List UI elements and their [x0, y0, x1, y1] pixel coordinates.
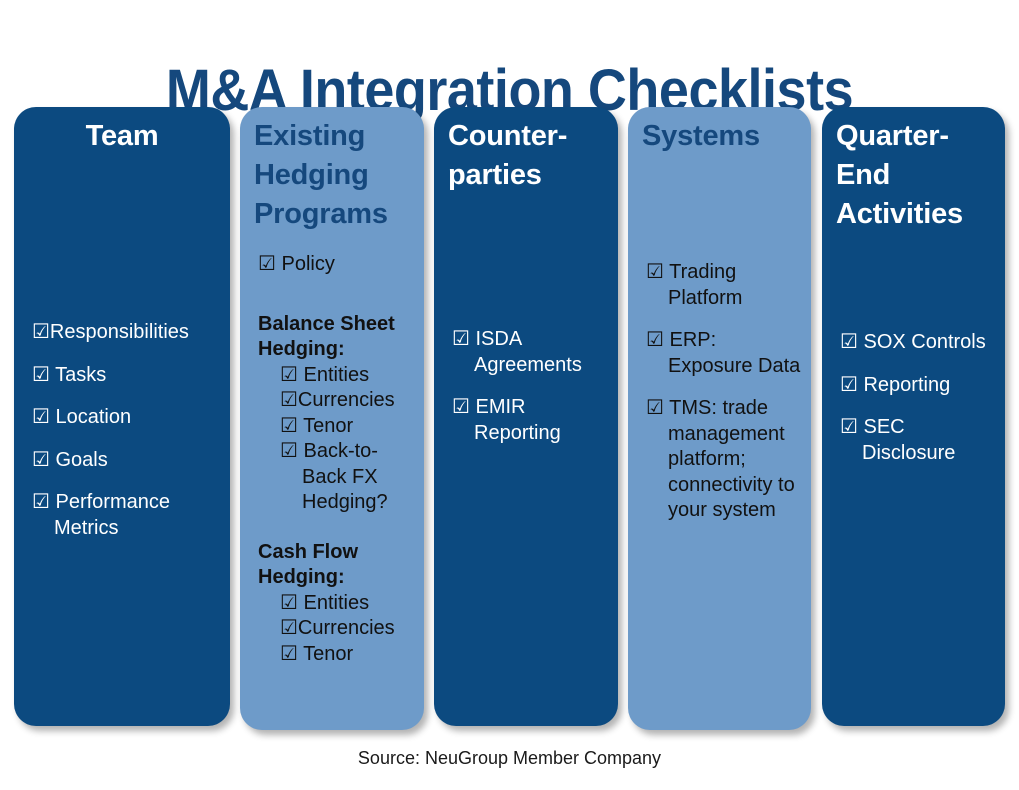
checklist-item[interactable]: ☑Responsibilities: [32, 321, 189, 343]
card-body-team: ☑Responsibilities ☑ Tasks ☑ Location ☑ G…: [14, 190, 230, 541]
card-body-systems: ☑ Trading Platform ☑ ERP: Exposure Data …: [628, 156, 811, 524]
checklist-group-heading: Balance Sheet Hedging:: [258, 312, 401, 361]
checklist-item[interactable]: ☑ Performance Metrics: [32, 491, 176, 539]
checklist-item[interactable]: ☑ Entities: [280, 591, 370, 614]
source-note: Source: NeuGroup Member Company: [357, 748, 662, 768]
checklist-board: Team ☑Responsibilities ☑ Tasks ☑ Locatio…: [0, 107, 1019, 732]
group-spacer: [258, 516, 414, 540]
card-body-quarter-end-activities: ☑ SOX Controls ☑ Reporting ☑ SEC Disclos…: [822, 234, 1005, 466]
checklist-item[interactable]: ☑ TMS: trade management platform; connec…: [646, 397, 801, 521]
checklist-item[interactable]: ☑ EMIR Reporting: [452, 396, 561, 444]
card-heading-existing-hedging-programs: Existing Hedging Programs: [254, 120, 388, 230]
card-heading-quarter-end-activities: Quarter-End Activities: [836, 120, 963, 230]
checklist-item[interactable]: ☑Currencies: [280, 389, 395, 411]
checklist-card-counterparties[interactable]: Counter-parties ☑ ISDA Agreements ☑ EMIR…: [434, 107, 618, 726]
card-body-existing-hedging-programs: ☑ Policy Balance Sheet Hedging: ☑ Entiti…: [240, 234, 424, 667]
checklist-item[interactable]: ☑ Location: [32, 406, 132, 428]
checklist-item[interactable]: ☑ Reporting: [840, 373, 951, 396]
checklist-item[interactable]: ☑ Tenor: [280, 642, 354, 665]
checklist-item[interactable]: ☑ Tasks: [32, 363, 107, 386]
card-heading-counterparties: Counter-parties: [448, 120, 568, 191]
checklist-item[interactable]: ☑ Policy: [258, 253, 335, 275]
checklist-item[interactable]: ☑ Goals: [32, 448, 108, 471]
checklist-item[interactable]: ☑ SEC Disclosure: [840, 416, 956, 464]
checklist-item[interactable]: ☑ ISDA Agreements: [452, 328, 582, 376]
card-heading-team: Team: [85, 120, 159, 152]
checklist-item[interactable]: ☑ Tenor: [280, 414, 354, 437]
checklist-card-systems[interactable]: Systems ☑ Trading Platform ☑ ERP: Exposu…: [628, 107, 811, 730]
group-spacer: [258, 295, 414, 312]
checklist-group-heading: Cash Flow Hedging:: [258, 540, 364, 589]
card-body-counterparties: ☑ ISDA Agreements ☑ EMIR Reporting: [434, 195, 618, 446]
card-heading-systems: Systems: [642, 120, 760, 152]
checklist-card-quarter-end-activities[interactable]: Quarter-End Activities ☑ SOX Controls ☑ …: [822, 107, 1005, 726]
checklist-item[interactable]: ☑Currencies: [280, 617, 395, 639]
checklist-card-existing-hedging-programs[interactable]: Existing Hedging Programs ☑ Policy Balan…: [240, 107, 424, 730]
checklist-item[interactable]: ☑ Entities: [280, 363, 370, 386]
checklist-item[interactable]: ☑ Trading Platform: [646, 261, 743, 309]
checklist-item[interactable]: ☑ Back-to-Back FX Hedging?: [280, 440, 388, 513]
checklist-card-team[interactable]: Team ☑Responsibilities ☑ Tasks ☑ Locatio…: [14, 107, 230, 726]
card-head-spacer: [14, 156, 230, 190]
checklist-item[interactable]: ☑ ERP: Exposure Data: [646, 329, 801, 377]
checklist-item[interactable]: ☑ SOX Controls: [840, 331, 986, 353]
